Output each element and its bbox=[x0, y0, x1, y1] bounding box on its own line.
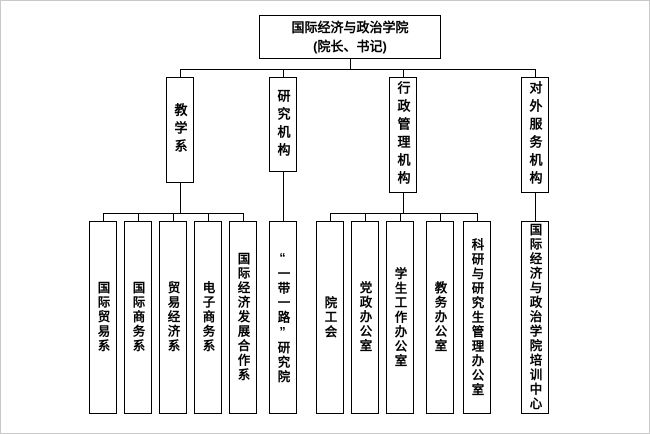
node-label: 院工会 bbox=[322, 295, 337, 340]
node-label: 贸易经济系 bbox=[165, 281, 180, 354]
connector-stub bbox=[365, 213, 366, 221]
connector-stub bbox=[403, 69, 404, 77]
connector-main-hbar bbox=[180, 69, 536, 70]
connector-stub bbox=[138, 213, 139, 221]
office-academic-affairs: 教务办公室 bbox=[426, 221, 454, 414]
connector-root-stem bbox=[350, 59, 351, 69]
root-subtitle: (院长、书记) bbox=[313, 39, 387, 54]
connector-branch-stem bbox=[535, 193, 536, 221]
node-label: 科研与研究生管理办公室 bbox=[469, 237, 484, 398]
institute-belt-and-road: “一带一路”研究院 bbox=[269, 221, 297, 414]
connector-stub bbox=[243, 213, 244, 221]
root-node: 国际经济与政治学院 (院长、书记) bbox=[259, 15, 441, 59]
connector-stub bbox=[103, 213, 104, 221]
node-label: 教学系 bbox=[172, 103, 188, 157]
node-label: 学生工作办公室 bbox=[392, 266, 407, 369]
node-label: 国际经济与政治学院培训中心 bbox=[527, 223, 542, 412]
node-label: 国际贸易系 bbox=[95, 281, 110, 354]
connector-stub bbox=[283, 69, 284, 77]
node-label: 教务办公室 bbox=[432, 281, 447, 354]
node-label: 研究机构 bbox=[275, 88, 291, 161]
connector-stub bbox=[173, 213, 174, 221]
root-title: 国际经济与政治学院 bbox=[291, 20, 409, 35]
dept-intl-business: 国际商务系 bbox=[124, 221, 152, 414]
connector-stub bbox=[208, 213, 209, 221]
connector-stub bbox=[180, 69, 181, 77]
connector-branch-stem bbox=[180, 183, 181, 213]
connector-stub bbox=[400, 213, 401, 221]
branch-teaching-depts: 教学系 bbox=[166, 77, 194, 183]
dept-intl-trade: 国际贸易系 bbox=[89, 221, 117, 414]
connector-branch-stem bbox=[283, 172, 284, 221]
office-labor-union: 院工会 bbox=[316, 221, 344, 414]
connector-group-hbar bbox=[330, 213, 478, 214]
branch-admin-offices: 行政管理机构 bbox=[389, 77, 417, 193]
branch-research-institutes: 研究机构 bbox=[269, 77, 297, 172]
connector-stub bbox=[535, 69, 536, 77]
node-label: 国际商务系 bbox=[130, 281, 145, 354]
connector-branch-stem bbox=[403, 193, 404, 213]
office-research-graduate-mgmt: 科研与研究生管理办公室 bbox=[463, 221, 491, 414]
center-training: 国际经济与政治学院培训中心 bbox=[521, 221, 549, 414]
connector-stub bbox=[440, 213, 441, 221]
connector-stub bbox=[477, 213, 478, 221]
node-label: 对外服务机构 bbox=[527, 81, 543, 189]
dept-e-commerce: 电子商务系 bbox=[194, 221, 222, 414]
node-label: “一带一路”研究院 bbox=[275, 250, 290, 385]
office-party-admin: 党政办公室 bbox=[351, 221, 379, 414]
node-label: 行政管理机构 bbox=[395, 81, 411, 189]
branch-external-services: 对外服务机构 bbox=[521, 77, 549, 193]
dept-intl-econ-dev-cooperation: 国际经济发展合作系 bbox=[229, 221, 257, 414]
dept-trade-economics: 贸易经济系 bbox=[159, 221, 187, 414]
node-label: 党政办公室 bbox=[357, 281, 372, 354]
node-label: 电子商务系 bbox=[200, 281, 215, 354]
node-label: 国际经济发展合作系 bbox=[235, 252, 250, 383]
office-student-affairs: 学生工作办公室 bbox=[386, 221, 414, 414]
connector-stub bbox=[330, 213, 331, 221]
